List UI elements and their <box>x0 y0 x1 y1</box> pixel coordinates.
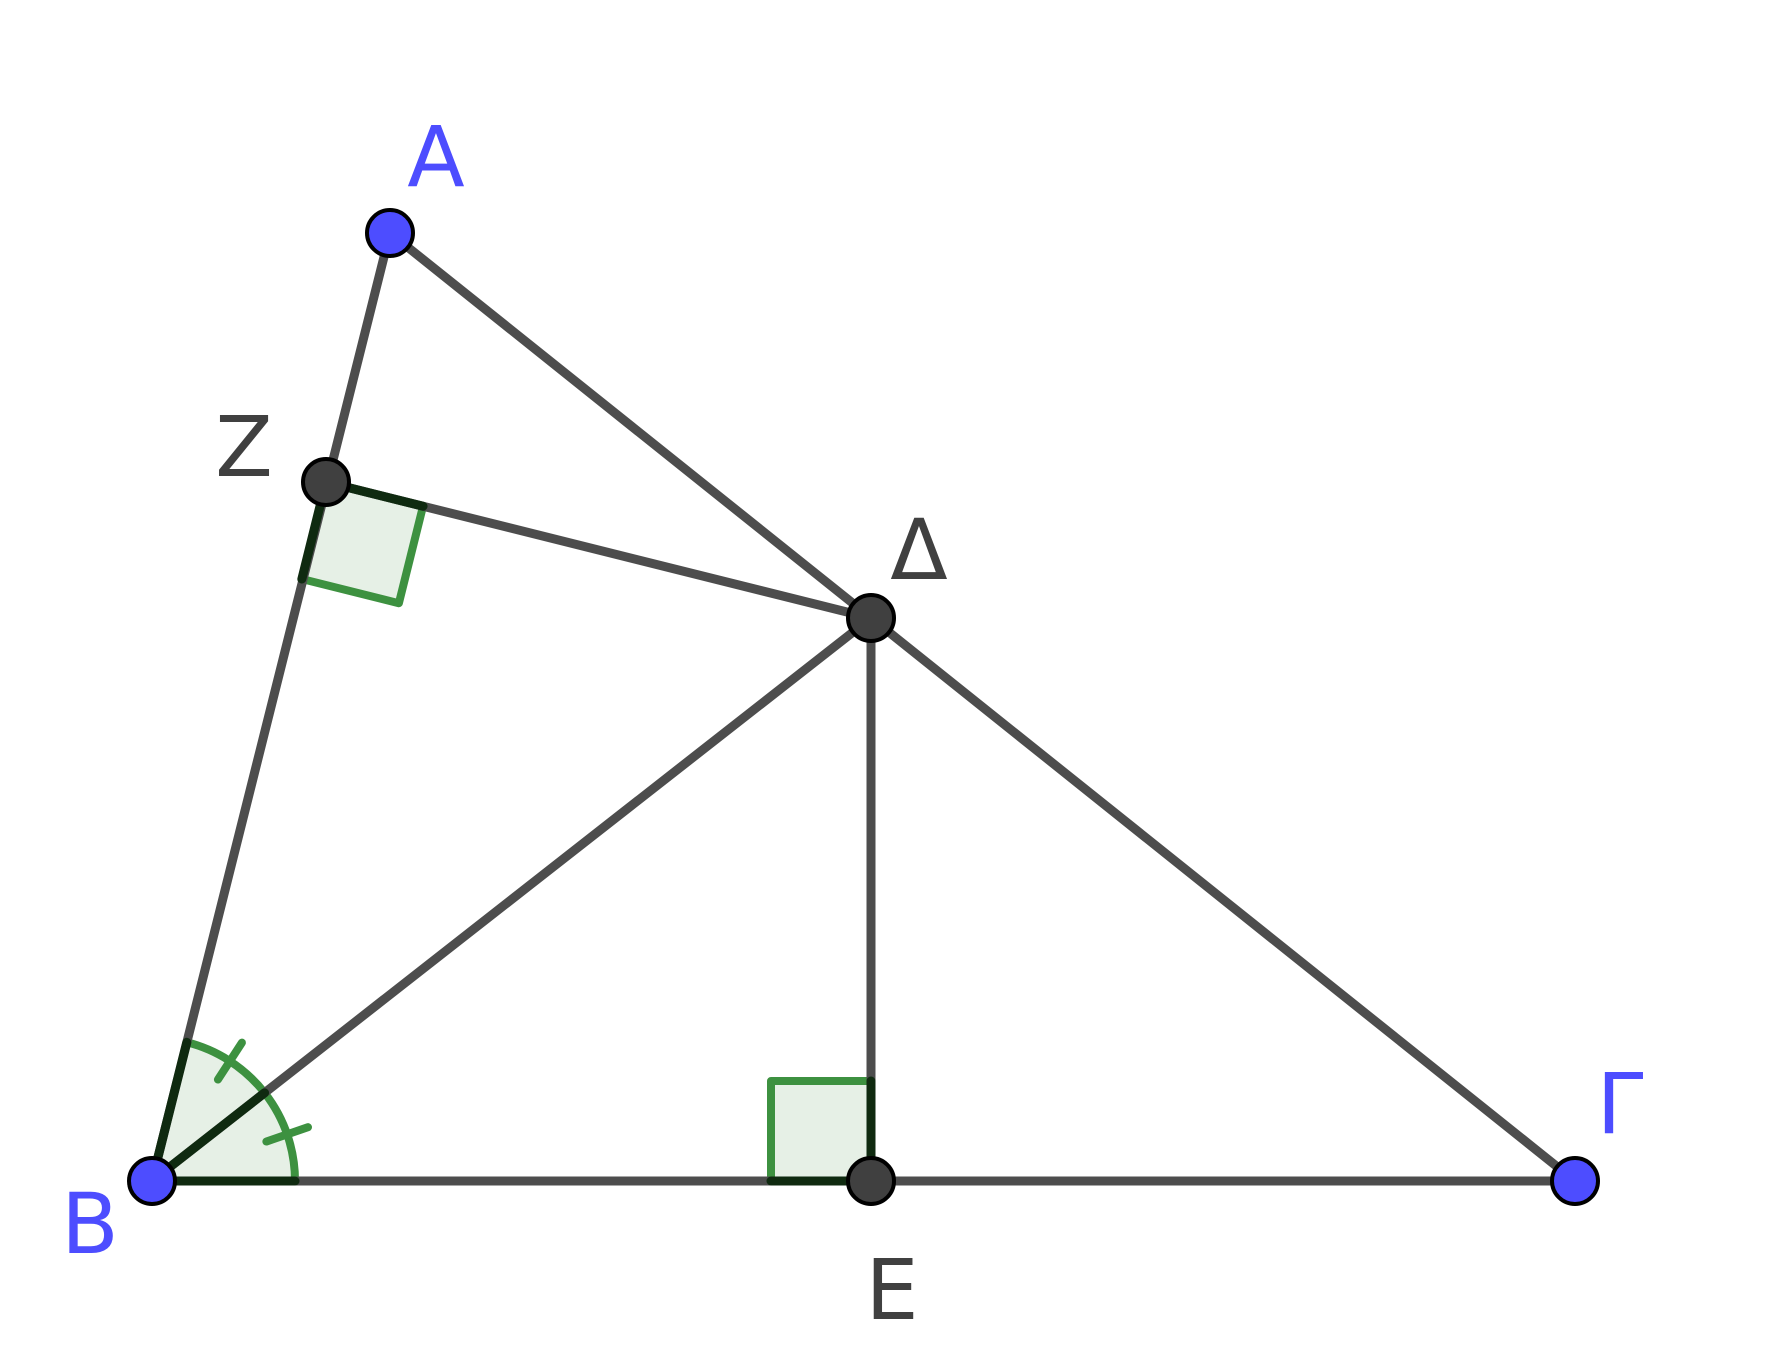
label-D: Δ <box>890 501 947 599</box>
label-A: Α <box>407 108 464 206</box>
point-B[interactable] <box>127 1156 177 1206</box>
equal-angle-tick-2 <box>213 1038 246 1084</box>
label-G: Γ <box>1597 1055 1644 1153</box>
point-G[interactable] <box>1550 1156 1600 1206</box>
point-D[interactable] <box>846 593 896 643</box>
point-A[interactable] <box>365 208 415 258</box>
points <box>127 208 1600 1206</box>
point-E[interactable] <box>846 1156 896 1206</box>
point-labels: Α Β Γ Δ Ε Ζ <box>61 108 1643 1339</box>
segment-BD <box>147 613 876 1186</box>
point-Z[interactable] <box>301 457 351 507</box>
segments <box>147 228 1580 1186</box>
segment-AG <box>385 228 1580 1186</box>
segment-AB <box>147 228 395 1186</box>
label-Z: Ζ <box>215 398 273 496</box>
equal-angle-tick-1 <box>262 1123 312 1146</box>
label-E: Ε <box>865 1241 918 1339</box>
label-B: Β <box>61 1175 119 1273</box>
